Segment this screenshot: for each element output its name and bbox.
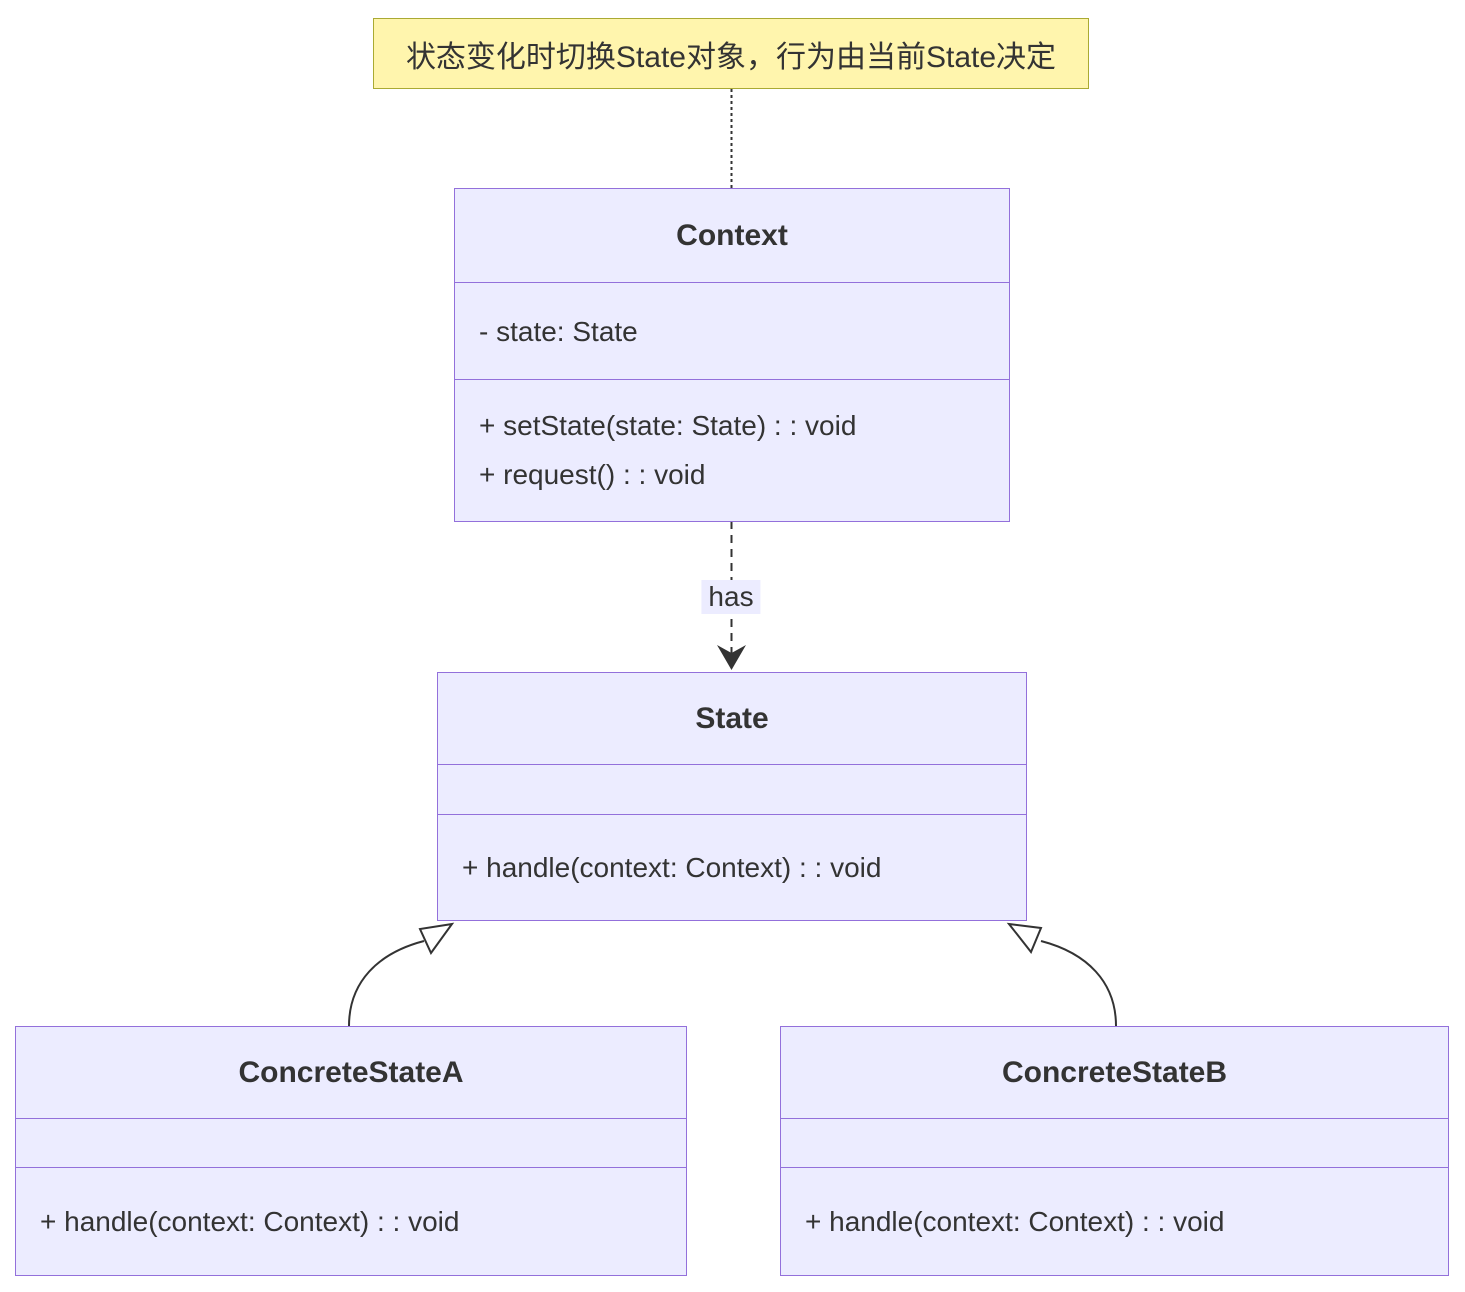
class-title-concrete-state-b: ConcreteStateB [781,1027,1448,1119]
class-method: + handle(context: Context) : : void [462,851,882,883]
inheritance-edge-b [1040,940,1117,1027]
class-methods-concrete-state-a: + handle(context: Context) : : void [16,1168,686,1274]
dependency-arrowhead-icon [717,645,746,670]
note-text: 状态变化时切换State对象，行为由当前State决定 [405,40,1057,74]
class-methods-concrete-state-b: + handle(context: Context) : : void [781,1168,1448,1274]
class-methods-context: + setState(state: State) : : void + requ… [455,380,1009,520]
edge-label-has: has [701,580,761,614]
note: 状态变化时切换State对象，行为由当前State决定 [373,18,1089,89]
class-attributes-state [438,765,1026,815]
class-method: + handle(context: Context) : : void [805,1205,1225,1237]
inheritance-edge-a [348,940,425,1027]
class-attributes-concrete-state-a [16,1119,686,1168]
class-methods-state: + handle(context: Context) : : void [438,815,1026,919]
class-attributes-context: - state: State [455,283,1009,380]
class-attributes-concrete-state-b [781,1119,1448,1168]
class-box-concrete-state-b: ConcreteStateB + handle(context: Context… [780,1026,1449,1276]
inheritance-arrowhead-b-icon [1006,922,1043,954]
class-box-state: State + handle(context: Context) : : voi… [437,672,1027,921]
class-method: + request() : : void [479,459,706,490]
class-method: + setState(state: State) : : void [479,410,857,441]
inheritance-arrowhead-a-icon [418,922,455,955]
class-box-context: Context - state: State + setState(state:… [454,188,1010,522]
class-title-state: State [438,673,1026,765]
class-method: + handle(context: Context) : : void [40,1205,460,1237]
class-box-concrete-state-a: ConcreteStateA + handle(context: Context… [15,1026,687,1276]
class-title-context: Context [455,189,1009,283]
class-attribute: - state: State [479,315,638,347]
class-title-concrete-state-a: ConcreteStateA [16,1027,686,1119]
